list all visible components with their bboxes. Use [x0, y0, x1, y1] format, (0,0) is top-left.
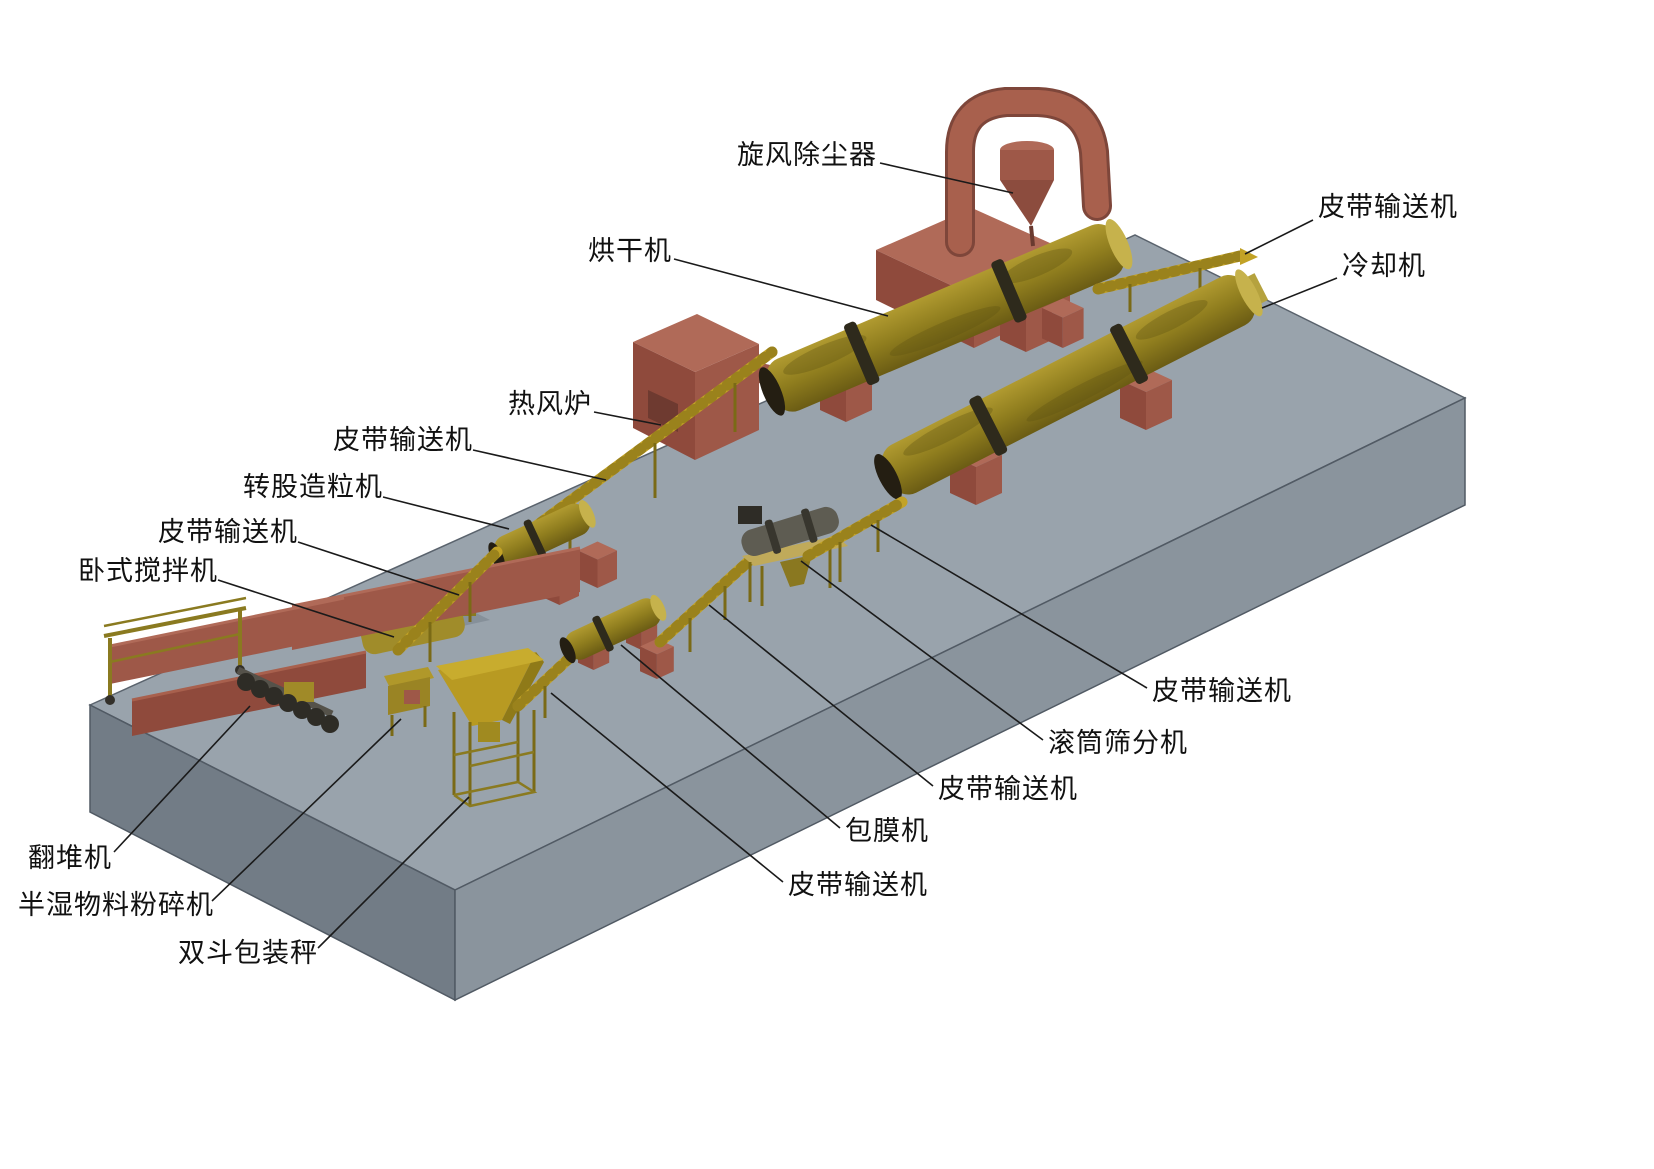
compost-turner: [103, 596, 367, 736]
belt-conveyor-to-screen: [654, 554, 756, 652]
belt-conveyor-to-cooler: [802, 496, 908, 574]
label-cyclone-dust-collector: 旋风除尘器: [737, 140, 877, 170]
cyclone-dust-collector: [945, 87, 1112, 257]
semi-wet-material-crusher: [384, 667, 434, 736]
label-granulator: 转股造粒机: [243, 472, 383, 502]
label-packing-scale: 双斗包装秤: [178, 938, 318, 968]
label-belt-conveyor-5: 皮带输送机: [938, 774, 1078, 804]
label-belt-conveyor-2: 皮带输送机: [333, 425, 473, 455]
label-dryer: 烘干机: [588, 236, 672, 266]
label-belt-conveyor-6: 皮带输送机: [1152, 676, 1292, 706]
label-belt-conveyor-3: 皮带输送机: [158, 517, 298, 547]
label-screening-machine: 滚筒筛分机: [1048, 728, 1188, 758]
red-block: [1042, 298, 1084, 348]
label-belt-conveyor-4: 皮带输送机: [788, 870, 928, 900]
label-cooler: 冷却机: [1342, 251, 1426, 281]
label-horizontal-mixer: 卧式搅拌机: [78, 556, 218, 586]
label-belt-conveyor-1: 皮带输送机: [1318, 192, 1458, 222]
leader-lines: [113, 162, 1338, 949]
belt-conveyor-to-granulator: [392, 546, 503, 662]
dryer-drum: [758, 219, 1133, 416]
red-block: [578, 541, 617, 588]
coating-drum: [559, 594, 667, 664]
label-coating-machine: 包膜机: [845, 816, 929, 846]
belt-conveyor-after-dryer: [1092, 248, 1258, 312]
cooler-drum: [874, 269, 1269, 500]
mixer-wall: [292, 548, 580, 650]
label-compost-turner: 翻堆机: [28, 843, 112, 873]
label-hot-air-furnace: 热风炉: [508, 389, 592, 419]
label-crusher: 半湿物料粉碎机: [18, 890, 214, 920]
